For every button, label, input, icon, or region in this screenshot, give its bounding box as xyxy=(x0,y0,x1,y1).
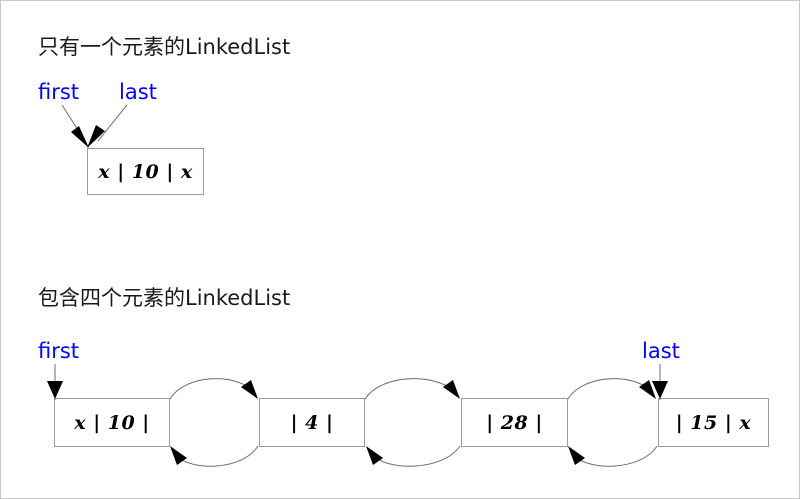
heading-four-elements: 包含四个元素的LinkedList xyxy=(38,286,291,310)
link-1-2-next-curve xyxy=(364,378,457,400)
link-0-1-next-arrowhead xyxy=(241,380,258,399)
pointer-label-last-multi: last xyxy=(642,339,680,363)
link-1-2-prev-arrowhead xyxy=(366,446,383,465)
pointer-line-last-single xyxy=(97,104,128,142)
node-text-2: | 28 | xyxy=(486,411,543,434)
link-2-3 xyxy=(567,378,658,467)
link-0-1-prev-arrowhead xyxy=(170,446,187,465)
node-box-2: | 28 | xyxy=(461,398,568,447)
node-text-0: x | 10 | xyxy=(74,411,150,434)
pointer-label-first-multi: first xyxy=(38,339,80,363)
pointer-label-last-single: last xyxy=(119,80,157,104)
node-box-1: | 4 | xyxy=(259,398,365,447)
link-0-1-prev-curve xyxy=(176,445,259,467)
pointer-label-first-single: first xyxy=(38,80,80,104)
link-0-1 xyxy=(169,378,259,467)
pointer-line-first-single xyxy=(61,104,86,142)
node-box-3: | 15 | x xyxy=(658,398,769,447)
link-2-3-next-arrowhead xyxy=(639,380,656,399)
link-2-3-next-curve xyxy=(567,378,654,400)
link-1-2 xyxy=(364,378,461,467)
node-box-single: x | 10 | x xyxy=(87,148,204,195)
pointer-arrowhead-last-multi xyxy=(652,381,668,399)
node-box-0: x | 10 | xyxy=(54,398,170,447)
pointer-arrowhead-first-multi xyxy=(47,381,63,399)
link-0-1-next-curve xyxy=(169,378,256,400)
link-1-2-prev-curve xyxy=(373,445,461,467)
link-2-3-prev-arrowhead xyxy=(568,446,585,465)
pointer-arrowhead-last-single xyxy=(87,125,105,148)
node-text-1: | 4 | xyxy=(290,411,334,434)
node-text-3: | 15 | x xyxy=(675,411,752,434)
node-text-single: x | 10 | x xyxy=(98,160,193,183)
link-1-2-next-arrowhead xyxy=(443,380,460,399)
link-2-3-prev-curve xyxy=(574,445,658,467)
heading-single-element: 只有一个元素的LinkedList xyxy=(38,35,291,59)
pointer-arrowhead-first-single xyxy=(71,126,89,148)
